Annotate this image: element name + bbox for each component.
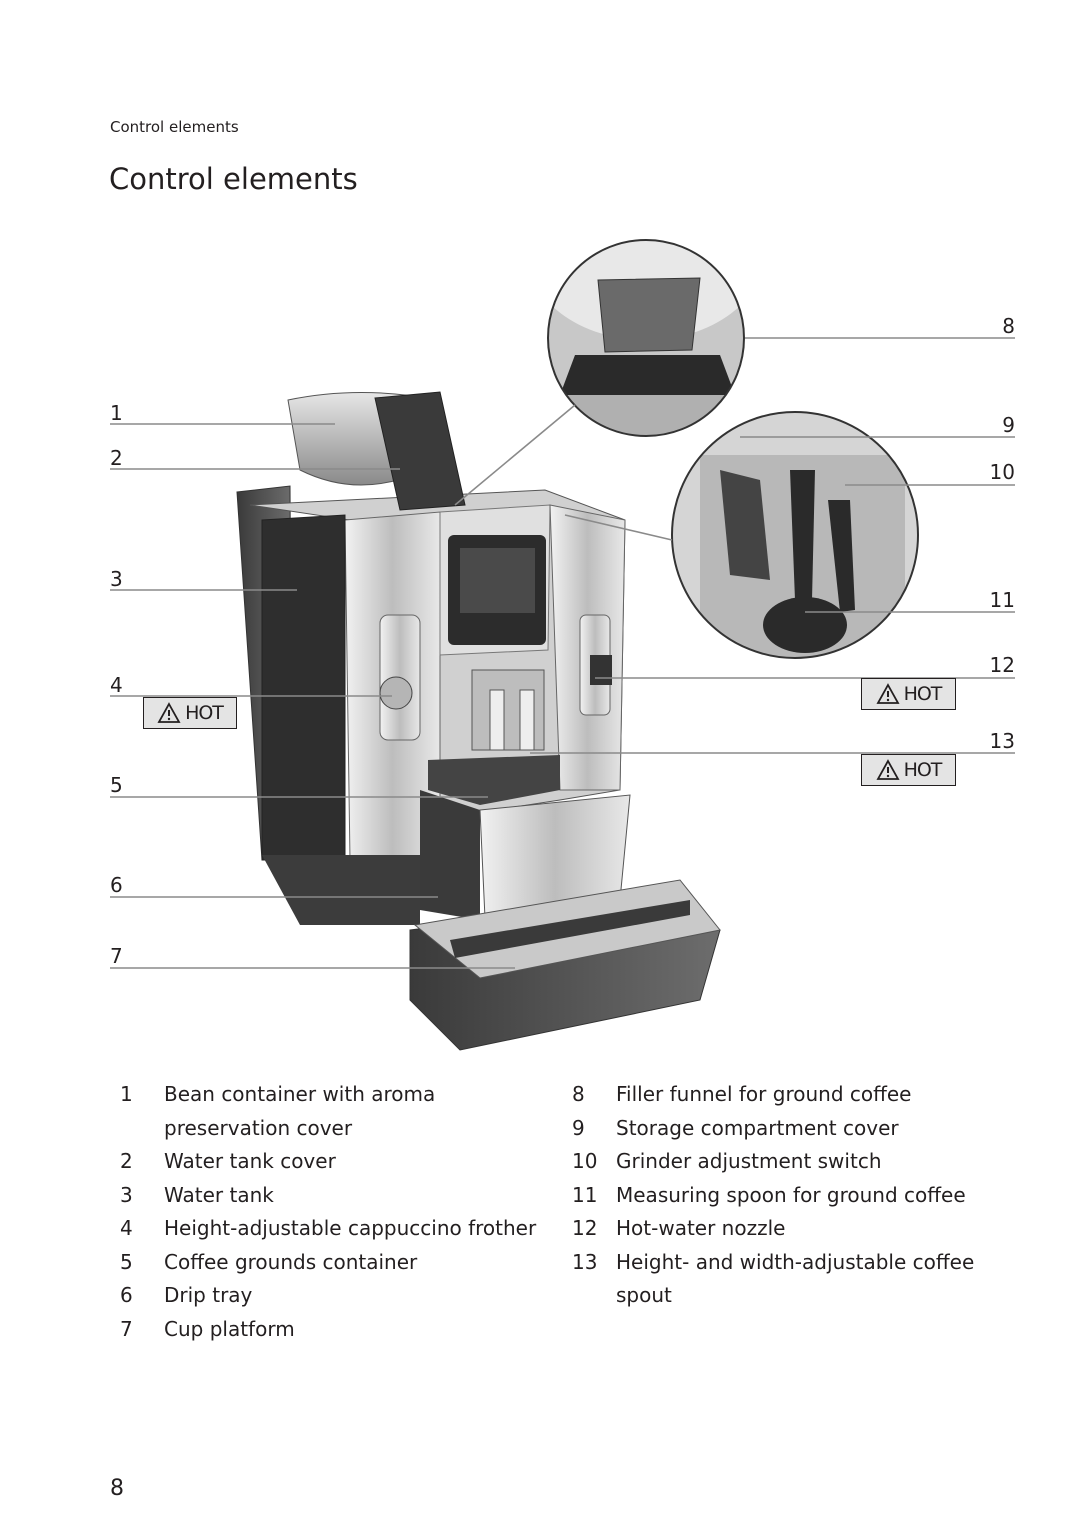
legend-number: 5 [120,1249,133,1274]
legend-number: 11 [572,1182,598,1207]
running-header: Control elements [110,118,239,136]
page-number: 8 [110,1476,124,1501]
legend-text: Cup platform [164,1316,295,1341]
legend-right: 8 Filler funnel for ground coffee 9 Storag… [562,1078,1032,1313]
legend-item: 3 Water tank [110,1179,540,1213]
hot-warning-badge: HOT [861,678,956,710]
legend-number: 10 [572,1149,598,1173]
hot-label: HOT [185,702,224,724]
legend-text: Coffee grounds container [164,1249,418,1274]
detail-circle-filler-funnel [547,239,745,437]
legend-text: Grinder adjustment switch [616,1149,882,1173]
hot-warning-badge: HOT [861,754,956,786]
legend-text: Water tank cover [164,1149,336,1173]
legend-number: 8 [572,1082,585,1106]
legend-number: 12 [572,1216,598,1240]
callout-5: 5 [110,773,123,797]
hot-label: HOT [903,683,943,705]
legend-item: 5 Coffee grounds container [110,1246,540,1280]
legend-item: 6 Drip tray [110,1279,540,1313]
legend-item: 4 Height-adjustable cappuccino frother [110,1212,540,1246]
legend-number: 7 [120,1316,133,1341]
legend-text: Measuring spoon for ground coffee [616,1182,966,1207]
legend-text: Height-adjustable cappuccino frother [164,1216,537,1240]
legend-text: Hot-water nozzle [616,1216,786,1240]
callout-13: 13 [990,729,1015,753]
legend-item: 8 Filler funnel for ground coffee [562,1078,1032,1112]
detail-circle-storage-compartment [671,411,919,659]
legend-number: 6 [120,1283,133,1307]
hot-label: HOT [903,759,943,781]
legend-left: 1 Bean container with aroma preservation … [110,1078,540,1346]
callout-8: 8 [1002,314,1015,338]
callout-10: 10 [990,460,1015,484]
callout-9: 9 [1002,413,1015,437]
legend-text: Storage compartment cover [616,1115,899,1140]
legend-item: 11 Measuring spoon for ground coffee [562,1179,1032,1213]
legend-item: 2 Water tank cover [110,1145,540,1179]
legend-text: Drip tray [164,1283,253,1307]
legend-item: 13 Height- and width-adjustable coffee sp… [562,1246,1032,1313]
warning-triangle-icon [157,702,181,723]
legend-item: 10 Grinder adjustment switch [562,1145,1032,1179]
callout-11: 11 [990,588,1015,612]
callout-12: 12 [990,653,1015,677]
warning-triangle-icon [876,759,900,780]
callout-1: 1 [110,401,123,425]
legend-number: 1 [120,1082,133,1106]
legend-number: 3 [120,1182,133,1207]
machine-illustration [236,391,721,1051]
legend-text: Bean container with aroma preservation c… [164,1082,436,1140]
legend-item: 1 Bean container with aroma preservation … [110,1078,540,1145]
legend-number: 4 [120,1216,133,1240]
connector-line [564,514,673,541]
callout-6: 6 [110,873,123,897]
callout-2: 2 [110,446,123,470]
legend-number: 13 [572,1249,598,1274]
warning-triangle-icon [876,683,900,704]
legend-number: 9 [572,1115,585,1140]
callout-7: 7 [110,944,123,968]
legend-text: Water tank [164,1182,274,1207]
callout-3: 3 [110,567,123,591]
page-title: Control elements [109,162,358,196]
connector-line [454,404,576,506]
legend-item: 9 Storage compartment cover [562,1112,1032,1146]
legend-text: Filler funnel for ground coffee [616,1082,912,1106]
hot-warning-badge: HOT [143,697,237,729]
legend-text: Height- and width-adjustable coffee spou… [616,1249,975,1308]
legend-item: 7 Cup platform [110,1313,540,1347]
callout-4: 4 [110,673,123,697]
legend-number: 2 [120,1149,133,1173]
legend-item: 12 Hot-water nozzle [562,1212,1032,1246]
